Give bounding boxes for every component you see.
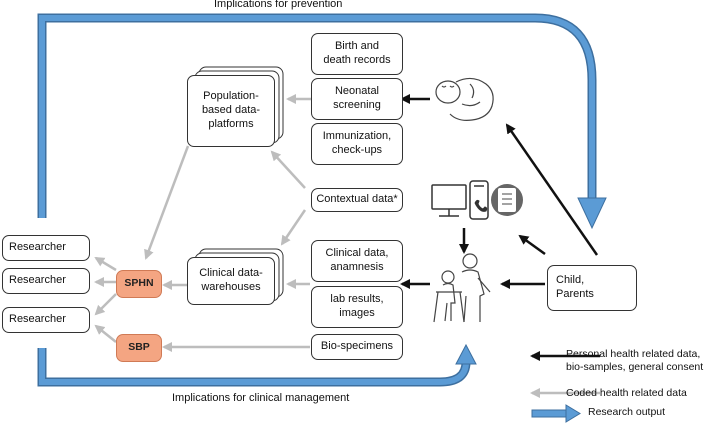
prevention-flow (37, 13, 607, 230)
arrow-sphn-to-researcher-1 (94, 256, 117, 272)
caregiver-icon (433, 253, 491, 323)
researcher-box: Researcher (2, 307, 90, 333)
computer-icon (431, 184, 467, 217)
researcher-box: Researcher (2, 235, 90, 261)
clinical-flow (37, 343, 477, 387)
lab-results-box: lab results, images (311, 286, 403, 328)
arrow-contextual-to-population (270, 150, 306, 189)
arrow-population-to-sphn (144, 145, 190, 260)
bio-specimens-box: Bio-specimens (311, 334, 403, 360)
population-platforms-box: Population- based data- platforms (187, 75, 275, 147)
prevention-label: Implications for prevention (214, 0, 343, 10)
arrow-contextual-to-warehouses (280, 209, 307, 246)
arrow-child-to-tablet (518, 234, 546, 256)
clinical-data-box: Clinical data, anamnesis (311, 240, 403, 282)
arrow-sphn-to-researcher-3 (94, 293, 117, 316)
sbp-box: SBP (116, 334, 162, 362)
infant-icon (435, 77, 494, 121)
legend-research-output: Research output (588, 406, 666, 418)
contextual-data-box: Contextual data* (311, 188, 403, 212)
coded-data-arrows (94, 94, 600, 398)
legend-blue-arrow (531, 404, 581, 423)
sphn-box: SPHN (116, 270, 162, 298)
immunization-box: Immunization, check-ups (311, 123, 403, 165)
researcher-box: Researcher (2, 268, 90, 294)
phone-icon (469, 180, 489, 220)
arrow-sbp-to-researcher-3 (94, 324, 117, 343)
arrow-child-to-prevention (505, 123, 599, 256)
personal-data-arrows (400, 94, 600, 361)
clinical-warehouses-box: Clinical data- warehouses (187, 257, 275, 305)
legend-coded-data: Coded health related data (566, 387, 687, 399)
birth-death-records-box: Birth and death records (311, 33, 403, 75)
child-parents-box: Child, Parents (547, 265, 637, 311)
tablet-icon (491, 184, 523, 216)
neonatal-screening-box: Neonatal screening (311, 78, 403, 120)
legend-personal-data: Personal health related data, bio-sample… (566, 348, 704, 374)
clinical-management-label: Implications for clinical management (172, 392, 350, 404)
